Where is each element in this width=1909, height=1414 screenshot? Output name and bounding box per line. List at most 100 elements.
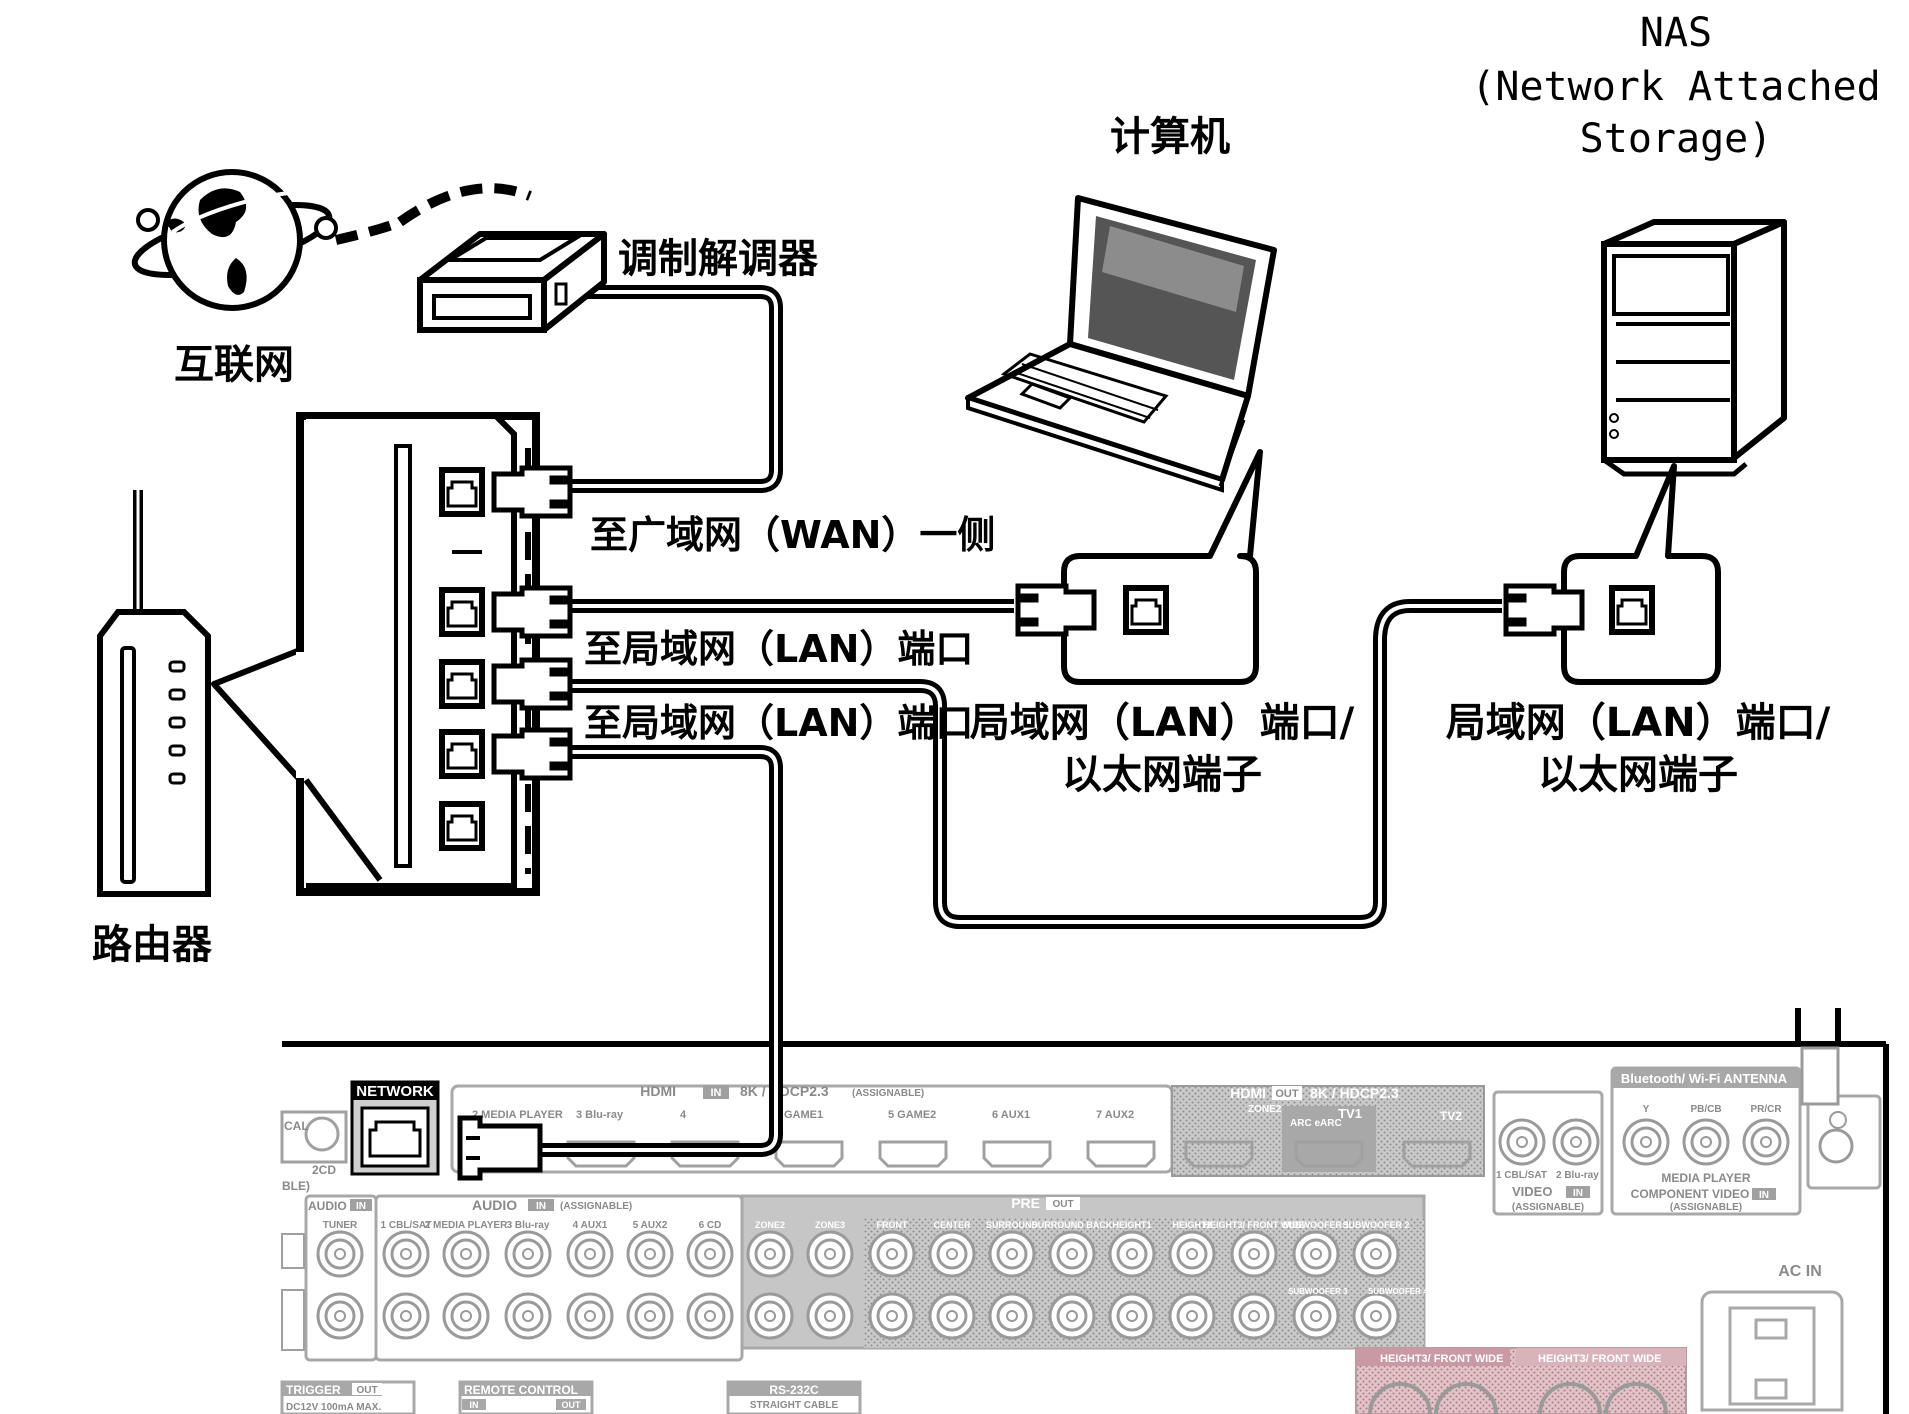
audio-in-jack-r[interactable] — [382, 1292, 430, 1340]
ble-label: BLE) — [282, 1179, 310, 1193]
audio-in-jack-r[interactable] — [504, 1292, 552, 1340]
router-wan-port[interactable] — [442, 470, 482, 514]
pre-out-jack-top[interactable] — [868, 1230, 916, 1278]
pre-out-jack-top[interactable] — [806, 1230, 854, 1278]
ac-in-label: AC IN — [1778, 1263, 1822, 1280]
video-port-2: 2 Blu-ray — [1556, 1170, 1599, 1181]
hdmi-in-port-label: 7 AUX2 — [1096, 1109, 1134, 1121]
bottom-connectors: TRIGGER OUT DC12V 100mA MAX. REMOTE CONT… — [280, 1380, 862, 1414]
pre-out-jack-bottom[interactable] — [1292, 1292, 1340, 1340]
router-lan-port-2[interactable] — [442, 662, 482, 706]
lan-cable-plug-1 — [494, 588, 570, 636]
nas-port-label-2: 以太网端子 — [1538, 752, 1738, 798]
audio-in-jack-r[interactable] — [686, 1292, 734, 1340]
hdmi-in-label: HDMI — [640, 1083, 676, 1099]
router: 路由器 — [92, 490, 213, 968]
audio-in-jack-r[interactable] — [442, 1292, 490, 1340]
cables — [520, 285, 1502, 1157]
audio-in-jack-l[interactable] — [382, 1230, 430, 1278]
pre-out-jack-bottom[interactable] — [1352, 1292, 1400, 1340]
audio-in-jack-l[interactable] — [316, 1230, 364, 1278]
pre-out-jack-top[interactable] — [1048, 1230, 1096, 1278]
hdmi-out-label: HDMI — [1230, 1085, 1266, 1101]
pre-out-jack-bottom[interactable] — [1168, 1292, 1216, 1340]
pre-out-jack-bottom[interactable] — [988, 1292, 1036, 1340]
pre-out-jack-top[interactable] — [928, 1230, 976, 1278]
computer-lan-port[interactable] — [1126, 588, 1166, 632]
audio-in-1-label: AUDIO — [308, 1199, 347, 1213]
pre-out-jack-top[interactable] — [1292, 1230, 1340, 1278]
router-lan-port-1[interactable] — [442, 590, 482, 634]
remote-label: REMOTE CONTROL — [464, 1383, 578, 1397]
audio-in-jack-l[interactable] — [566, 1230, 614, 1278]
hdmi-in-port-label: 2 MEDIA PLAYER — [472, 1109, 563, 1121]
pre-out-jack-bottom[interactable] — [806, 1292, 854, 1340]
audio-in-port-label: 3 Blu-ray — [507, 1220, 550, 1231]
pre-out-jack-top[interactable] — [1230, 1230, 1278, 1278]
pre-out-jack-top[interactable] — [988, 1230, 1036, 1278]
rs232-label: RS-232C — [769, 1383, 819, 1397]
pre-out-jack-top[interactable] — [746, 1230, 794, 1278]
lan-port-label-1: 至局域网（LAN）端口 — [584, 627, 973, 671]
audio-in-port-label: 6 CD — [699, 1220, 722, 1231]
audio-in-jack-l[interactable] — [686, 1230, 734, 1278]
rs232-spec: STRAIGHT CABLE — [750, 1400, 839, 1411]
network-port[interactable]: NETWORK — [350, 1080, 440, 1176]
audio-in-jack-r[interactable] — [316, 1292, 364, 1340]
lan-port-label-2: 至局域网（LAN）端口 — [584, 701, 973, 745]
audio-in-jack-l[interactable] — [442, 1230, 490, 1278]
lan-cable-plug-2 — [494, 660, 570, 708]
hdmi-in-section: HDMI IN 8K / HDCP2.3 (ASSIGNABLE) 2 MEDI… — [450, 1083, 1174, 1174]
audio-in-jack-l[interactable] — [504, 1230, 552, 1278]
pre-out-jack-top[interactable] — [1168, 1230, 1216, 1278]
hdmi-in-tag: IN — [711, 1087, 722, 1099]
hdmi-in-port-label: 3 Blu-ray — [576, 1109, 624, 1121]
pre-out-jack-bottom[interactable] — [868, 1292, 916, 1340]
pre-out-port-label: SURROUND — [986, 1220, 1039, 1230]
cal-label: CAL — [284, 1119, 309, 1133]
pre-out-port-label: FRONT — [877, 1220, 908, 1230]
nas-subtitle-1: (Network Attached — [1471, 64, 1880, 110]
pre-out-jack-bottom[interactable] — [1048, 1292, 1096, 1340]
nas-subtitle-2: Storage) — [1580, 116, 1773, 162]
computer-port-label-1: 局域网（LAN）端口/ — [970, 700, 1355, 746]
router-lan-port-4[interactable] — [442, 804, 482, 848]
router-lan-port-3[interactable] — [442, 732, 482, 776]
wan-side-label: 至广域网（WAN）一侧 — [590, 513, 995, 557]
audio-in-jack-r[interactable] — [626, 1292, 674, 1340]
pre-out-jack-bottom[interactable] — [928, 1292, 976, 1340]
audio-in-label: AUDIO — [472, 1197, 517, 1213]
hdmi-assignable: (ASSIGNABLE) — [852, 1088, 924, 1099]
lan-cable-plug-3 — [494, 730, 570, 778]
remote-out-tag: OUT — [562, 1400, 582, 1410]
nas-lan-port[interactable] — [1612, 588, 1652, 632]
audio-in-port-label: 5 AUX2 — [633, 1220, 668, 1231]
hdmi-in-spec: 8K / HDCP2.3 — [740, 1083, 829, 1099]
component-tag: IN — [1759, 1190, 1769, 1201]
bluetooth-label: Bluetooth/ Wi-Fi ANTENNA — [1621, 1071, 1788, 1086]
audio-in-jack-r[interactable] — [566, 1292, 614, 1340]
audio-in-1-tag: IN — [356, 1201, 366, 1212]
pre-out-port-label: ZONE2 — [755, 1220, 785, 1230]
pre-out-jack-bottom[interactable] — [1230, 1292, 1278, 1340]
media-player-label: MEDIA PLAYER — [1661, 1171, 1750, 1185]
trigger-label: TRIGGER — [286, 1383, 341, 1397]
nas-port-label-1: 局域网（LAN）端口/ — [1446, 700, 1831, 746]
hdmi-out-section: HDMI OUT 8K / HDCP2.3 TV1 ARC eARC ZONE2… — [1171, 1085, 1485, 1177]
speaker-terminal-section: HEIGHT3/ FRONT WIDE HEIGHT3/ FRONT WIDE — [1355, 1347, 1687, 1414]
av-receiver-rear-panel: CAL 2CD BLE) NETWORK HDMI IN 8K / HDCP2.… — [280, 1008, 1889, 1414]
audio-assignable: (ASSIGNABLE) — [560, 1201, 632, 1212]
height-l-label: HEIGHT3/ FRONT WIDE — [1538, 1353, 1661, 1365]
pre-out-jack-top[interactable] — [1108, 1230, 1156, 1278]
antenna-connector[interactable] — [1800, 1046, 1882, 1190]
pre-out-jack-bottom[interactable] — [746, 1292, 794, 1340]
height-r-label: HEIGHT3/ FRONT WIDE — [1380, 1353, 1503, 1365]
ac-in-socket[interactable]: AC IN — [1700, 1263, 1844, 1412]
nas: NAS (Network Attached Storage) — [1471, 10, 1881, 477]
pre-out-jack-top[interactable] — [1352, 1230, 1400, 1278]
pre-out-jack-bottom[interactable] — [1108, 1292, 1156, 1340]
audio-in-jack-l[interactable] — [626, 1230, 674, 1278]
trigger-spec: DC12V 100mA MAX. — [286, 1402, 381, 1413]
